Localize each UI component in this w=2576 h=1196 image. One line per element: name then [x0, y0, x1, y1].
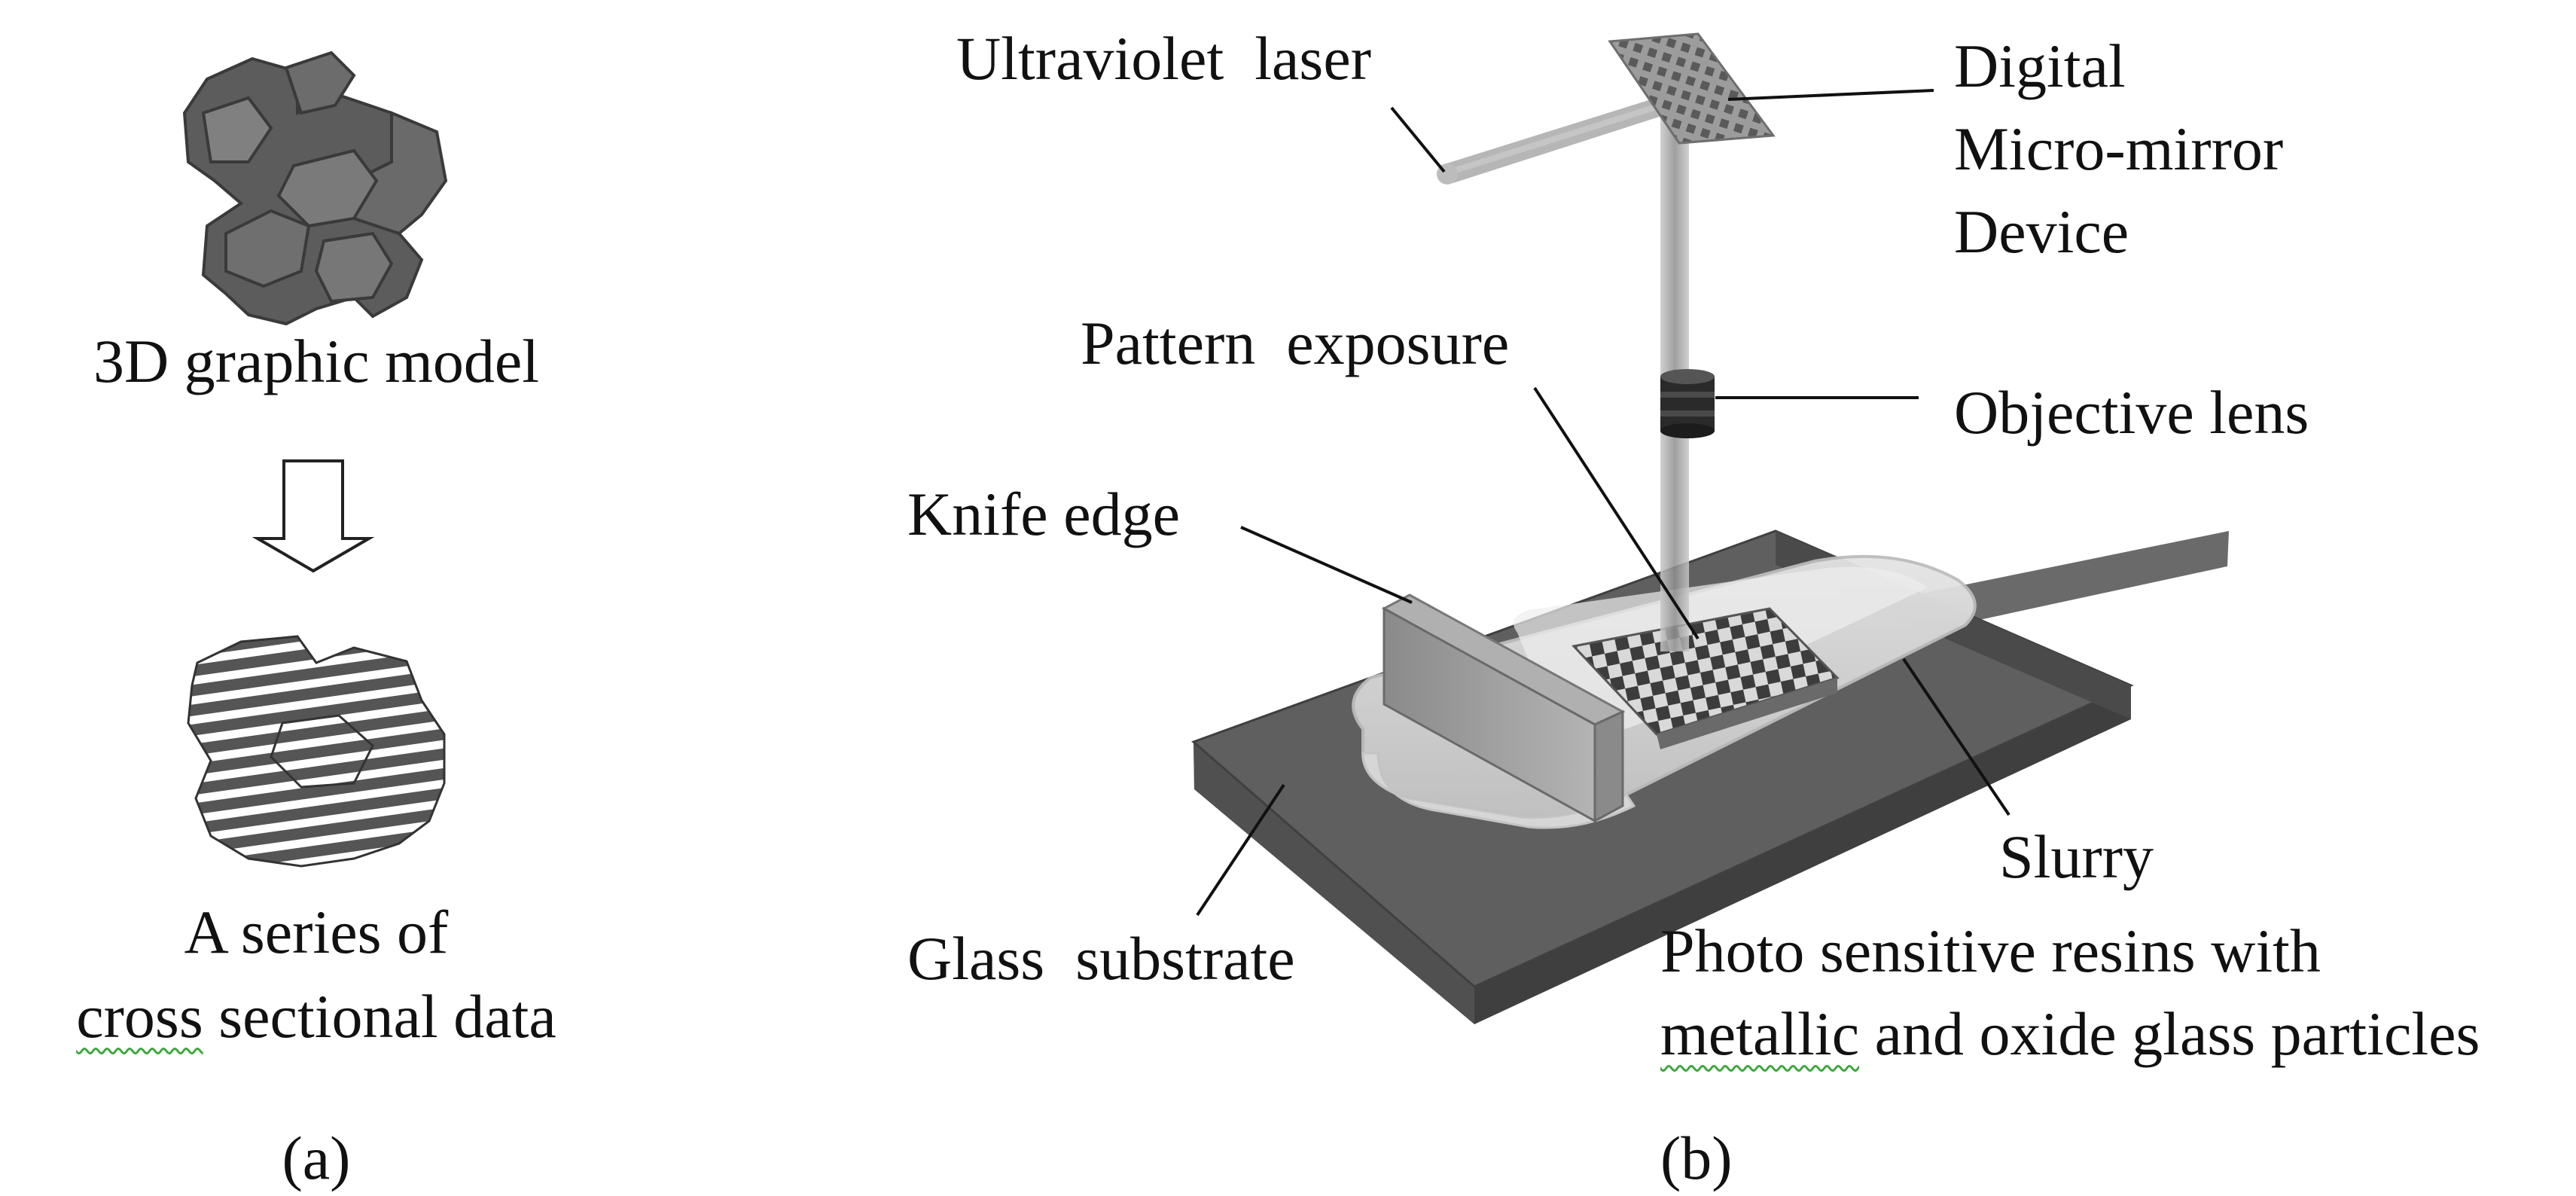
sliced-model-icon [187, 635, 446, 868]
label-pattern-exposure: Pattern exposure [1081, 309, 1510, 377]
label-series-of: A series of [184, 898, 449, 966]
label-resin-line1: Photo sensitive resins with [1660, 917, 2321, 985]
label-sectional-data: sectional data [203, 982, 556, 1051]
caption-a: (a) [282, 1124, 351, 1192]
label-objective-lens: Objective lens [1954, 378, 2309, 447]
caption-b: (b) [1660, 1124, 1733, 1192]
label-cross-sectional-data: cross sectional data [30, 981, 602, 1054]
label-resin-line2: metallic and oxide glass particles [1660, 998, 2480, 1071]
lattice-model-icon [182, 50, 448, 326]
label-cross-word: cross [76, 982, 203, 1051]
label-dmd-line3: Device [1954, 197, 2129, 266]
leader-slurry [1902, 657, 2010, 816]
leader-laser [1390, 106, 1446, 173]
leader-dmd [1727, 89, 1934, 101]
knife-edge [1381, 593, 1626, 823]
label-dmd-line1: Digital [1954, 32, 2126, 100]
uv-laser-beam [1437, 94, 1683, 185]
label-glass-substrate: Glass substrate [907, 924, 1295, 993]
label-knife-edge: Knife edge [907, 480, 1180, 548]
objective-lens-icon [1660, 369, 1715, 438]
pattern-exposure-block [1572, 607, 1840, 749]
leader-pattern [1533, 386, 1700, 640]
label-3d-graphic-model: 3D graphic model [93, 327, 540, 395]
leader-glass [1196, 783, 1285, 917]
leader-knife [1240, 526, 1413, 604]
label-dmd-line2: Micro-mirror [1954, 114, 2284, 183]
label-slurry: Slurry [1999, 822, 2154, 891]
down-arrow-icon [252, 459, 375, 573]
label-oxide-glass-particles: and oxide glass particles [1859, 999, 2480, 1068]
label-ultraviolet-laser: Ultraviolet laser [956, 24, 1372, 93]
dmd-mirror [1608, 32, 1776, 145]
label-metallic-word: metallic [1660, 999, 1860, 1068]
